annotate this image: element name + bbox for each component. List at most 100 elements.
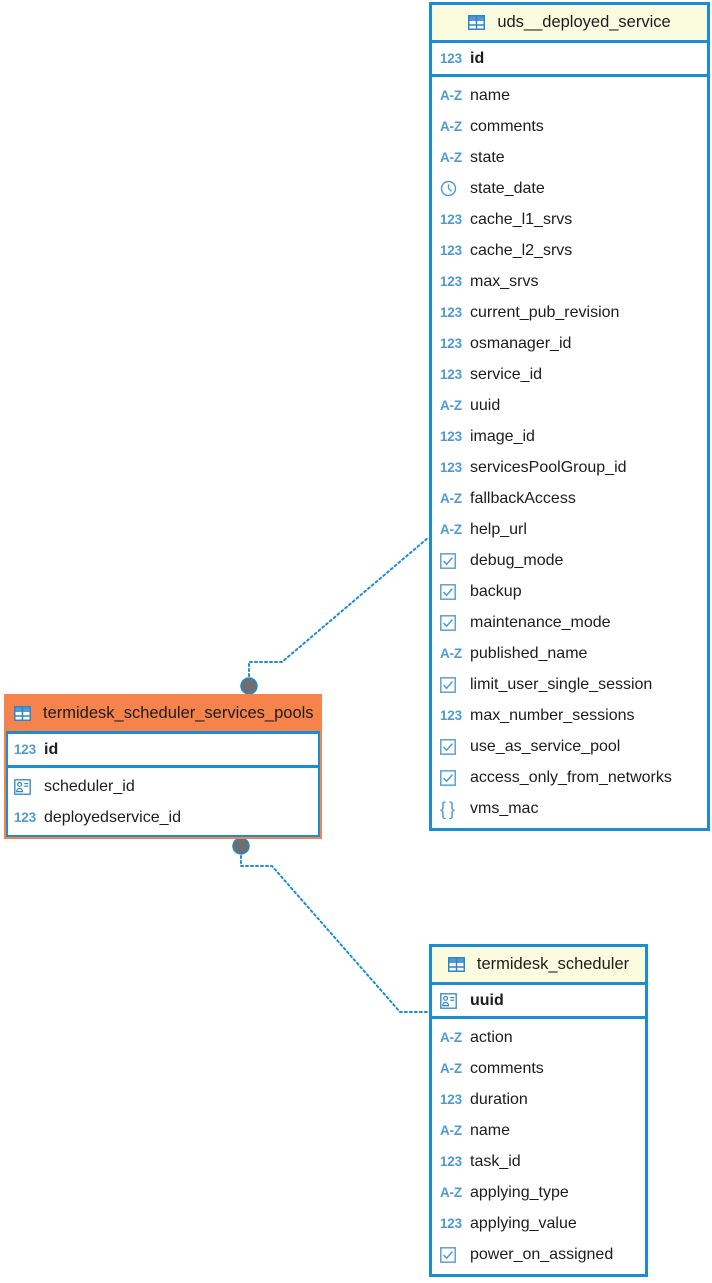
column-row-service-id[interactable]: 123 service_id bbox=[432, 359, 707, 390]
relationship-line-pools-to-scheduler[interactable] bbox=[240, 845, 430, 1013]
column-row-uuid[interactable]: uuid bbox=[432, 985, 645, 1016]
column-name: backup bbox=[470, 582, 522, 600]
column-name: cache_l1_srvs bbox=[470, 210, 573, 228]
number-type-icon: 123 bbox=[440, 335, 462, 351]
entity-uds-deployed-service[interactable]: uds__deployed_service 123 id A-Z name A-… bbox=[429, 2, 710, 831]
relationship-endpoint-dot-bottom[interactable] bbox=[232, 837, 250, 855]
column-row-use-as-service-pool[interactable]: use_as_service_pool bbox=[432, 731, 707, 762]
checkbox-type-icon bbox=[440, 551, 462, 571]
number-type-icon: 123 bbox=[440, 1215, 462, 1231]
column-row-applying-value[interactable]: 123 applying_value bbox=[432, 1208, 645, 1239]
columns-section: A-Z name A-Z comments A-Z state state_da… bbox=[432, 77, 707, 828]
checkbox-type-icon bbox=[440, 582, 462, 602]
column-name: state_date bbox=[470, 179, 545, 197]
column-name: servicesPoolGroup_id bbox=[470, 458, 627, 476]
column-row-id[interactable]: 123 id bbox=[6, 734, 320, 765]
column-name: uuid bbox=[470, 396, 501, 414]
column-row-applying-type[interactable]: A-Z applying_type bbox=[432, 1177, 645, 1208]
number-type-icon: 123 bbox=[440, 1091, 462, 1107]
column-name: id bbox=[44, 740, 59, 758]
braces-type-icon: { } bbox=[440, 798, 455, 819]
entity-header[interactable]: termidesk_scheduler bbox=[432, 947, 645, 985]
number-type-icon: 123 bbox=[440, 50, 462, 66]
column-row-uuid[interactable]: A-Z uuid bbox=[432, 390, 707, 421]
column-row-backup[interactable]: backup bbox=[432, 576, 707, 607]
column-row-limit-user-single-session[interactable]: limit_user_single_session bbox=[432, 669, 707, 700]
column-row-duration[interactable]: 123 duration bbox=[432, 1084, 645, 1115]
column-row-state-date[interactable]: state_date bbox=[432, 173, 707, 204]
column-row-state[interactable]: A-Z state bbox=[432, 142, 707, 173]
columns-section: A-Z action A-Z comments 123 duration A-Z… bbox=[432, 1019, 645, 1274]
string-type-icon: A-Z bbox=[440, 521, 462, 537]
entity-title: uds__deployed_service bbox=[497, 13, 671, 31]
string-type-icon: A-Z bbox=[440, 1184, 462, 1200]
column-row-current-pub-revision[interactable]: 123 current_pub_revision bbox=[432, 297, 707, 328]
column-name: deployedservice_id bbox=[44, 808, 181, 826]
column-row-max-srvs[interactable]: 123 max_srvs bbox=[432, 266, 707, 297]
column-name: service_id bbox=[470, 365, 543, 383]
column-name: state bbox=[470, 148, 505, 166]
column-name: name bbox=[470, 1121, 511, 1139]
column-row-image-id[interactable]: 123 image_id bbox=[432, 421, 707, 452]
entity-title: termidesk_scheduler_services_pools bbox=[43, 704, 314, 722]
column-row-max-number-sessions[interactable]: 123 max_number_sessions bbox=[432, 700, 707, 731]
checkbox-type-icon bbox=[440, 768, 462, 788]
table-grid-icon bbox=[468, 13, 490, 33]
string-type-icon: A-Z bbox=[440, 118, 462, 134]
column-row-vms-mac[interactable]: { } vms_mac bbox=[432, 793, 707, 824]
column-row-comments[interactable]: A-Z comments bbox=[432, 1053, 645, 1084]
column-row-power-on-assigned[interactable]: power_on_assigned bbox=[432, 1239, 645, 1270]
table-grid-icon bbox=[14, 704, 36, 724]
column-row-access-only-from-networks[interactable]: access_only_from_networks bbox=[432, 762, 707, 793]
relationship-endpoint-dot-top[interactable] bbox=[240, 677, 258, 695]
entity-termidesk-scheduler[interactable]: termidesk_scheduler uuid A-Z action A-Z … bbox=[429, 944, 648, 1277]
column-row-action[interactable]: A-Z action bbox=[432, 1022, 645, 1053]
column-row-help-url[interactable]: A-Z help_url bbox=[432, 514, 707, 545]
column-name: duration bbox=[470, 1090, 528, 1108]
number-type-icon: 123 bbox=[440, 273, 462, 289]
column-name: image_id bbox=[470, 427, 535, 445]
column-row-name[interactable]: A-Z name bbox=[432, 1115, 645, 1146]
id-badge-type-icon bbox=[440, 991, 462, 1011]
column-row-scheduler-id[interactable]: scheduler_id bbox=[6, 771, 320, 802]
column-name: debug_mode bbox=[470, 551, 564, 569]
column-name: name bbox=[470, 86, 511, 104]
column-name: comments bbox=[470, 1059, 544, 1077]
column-row-osmanager-id[interactable]: 123 osmanager_id bbox=[432, 328, 707, 359]
string-type-icon: A-Z bbox=[440, 149, 462, 165]
column-row-servicespoolgroup-id[interactable]: 123 servicesPoolGroup_id bbox=[432, 452, 707, 483]
column-row-maintenance-mode[interactable]: maintenance_mode bbox=[432, 607, 707, 638]
primary-key-section: 123 id bbox=[6, 734, 320, 768]
column-name: help_url bbox=[470, 520, 527, 538]
column-name: osmanager_id bbox=[470, 334, 572, 352]
column-name: applying_value bbox=[470, 1214, 577, 1232]
column-row-cache-l1-srvs[interactable]: 123 cache_l1_srvs bbox=[432, 204, 707, 235]
number-type-icon: 123 bbox=[440, 707, 462, 723]
column-row-task-id[interactable]: 123 task_id bbox=[432, 1146, 645, 1177]
string-type-icon: A-Z bbox=[440, 645, 462, 661]
column-row-cache-l2-srvs[interactable]: 123 cache_l2_srvs bbox=[432, 235, 707, 266]
checkbox-type-icon bbox=[440, 675, 462, 695]
entity-header[interactable]: uds__deployed_service bbox=[432, 5, 707, 43]
entity-termidesk-scheduler-services-pools[interactable]: termidesk_scheduler_services_pools 123 i… bbox=[4, 694, 322, 839]
column-row-debug-mode[interactable]: debug_mode bbox=[432, 545, 707, 576]
string-type-icon: A-Z bbox=[440, 1060, 462, 1076]
column-row-comments[interactable]: A-Z comments bbox=[432, 111, 707, 142]
column-row-published-name[interactable]: A-Z published_name bbox=[432, 638, 707, 669]
column-row-fallbackaccess[interactable]: A-Z fallbackAccess bbox=[432, 483, 707, 514]
primary-key-section: uuid bbox=[432, 985, 645, 1019]
column-name: power_on_assigned bbox=[470, 1245, 614, 1263]
columns-section: scheduler_id 123 deployedservice_id bbox=[6, 768, 320, 837]
number-type-icon: 123 bbox=[440, 1153, 462, 1169]
column-row-deployedservice-id[interactable]: 123 deployedservice_id bbox=[6, 802, 320, 833]
column-row-id[interactable]: 123 id bbox=[432, 43, 707, 74]
column-name: cache_l2_srvs bbox=[470, 241, 573, 259]
column-name: action bbox=[470, 1028, 513, 1046]
checkbox-type-icon bbox=[440, 613, 462, 633]
column-name: limit_user_single_session bbox=[470, 675, 653, 693]
column-name: max_number_sessions bbox=[470, 706, 635, 724]
column-row-name[interactable]: A-Z name bbox=[432, 80, 707, 111]
entity-header[interactable]: termidesk_scheduler_services_pools bbox=[6, 696, 320, 734]
column-name: id bbox=[470, 49, 485, 67]
relationship-line-pools-to-deployed-service[interactable] bbox=[248, 536, 430, 687]
